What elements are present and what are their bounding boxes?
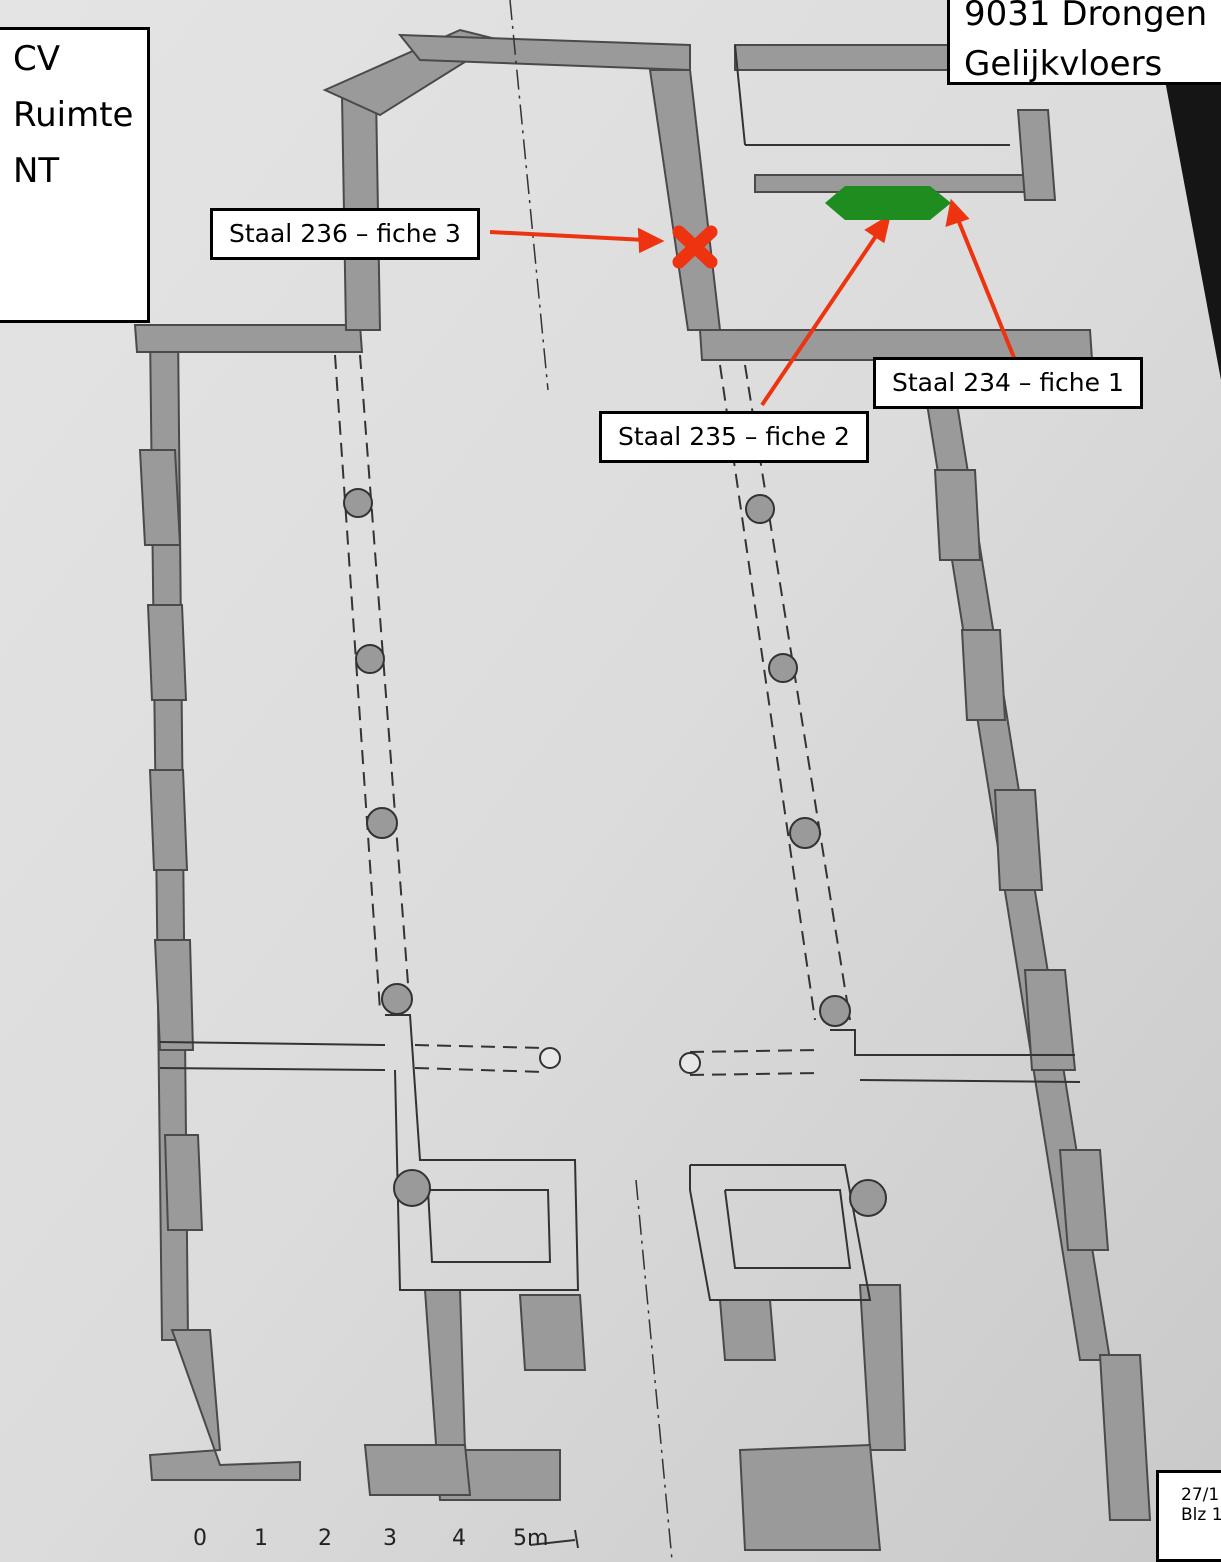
label-staal-234: Staal 234 – fiche 1 xyxy=(873,357,1143,409)
cross-marker xyxy=(672,225,718,269)
scale-tick-0: 0 xyxy=(193,1526,207,1551)
title-box-left: CV Ruimte NT xyxy=(0,27,150,323)
axis-lines xyxy=(509,0,673,1561)
columns xyxy=(343,488,887,1217)
scale-bar xyxy=(529,1529,579,1549)
title-line-cv: CV xyxy=(13,39,60,79)
floor-line: Gelijkvloers xyxy=(964,44,1163,84)
scale-tick-4: 4 xyxy=(452,1526,466,1551)
title-line-nt: NT xyxy=(13,151,60,191)
footer-page: Blz 1 xyxy=(1181,1505,1221,1525)
scale-tick-5m: 5m xyxy=(513,1526,549,1551)
scale-tick-1: 1 xyxy=(254,1526,268,1551)
footer-date: 27/1 xyxy=(1181,1485,1220,1505)
label-staal-236: Staal 236 – fiche 3 xyxy=(210,208,480,260)
scale-tick-3: 3 xyxy=(383,1526,397,1551)
footer-box: 27/1 Blz 1 xyxy=(1156,1470,1221,1562)
title-box-right: 9031 Drongen Gelijkvloers xyxy=(947,0,1221,85)
title-line-ruimte: Ruimte xyxy=(13,95,134,135)
location-line: 9031 Drongen xyxy=(964,0,1208,34)
scale-tick-2: 2 xyxy=(318,1526,332,1551)
thin-walls xyxy=(159,44,1081,1301)
label-staal-235: Staal 235 – fiche 2 xyxy=(599,411,869,463)
dashed-beams xyxy=(334,354,851,1076)
walls xyxy=(133,28,1152,1551)
arrows xyxy=(489,198,1017,407)
hexagon-marker xyxy=(825,186,951,220)
